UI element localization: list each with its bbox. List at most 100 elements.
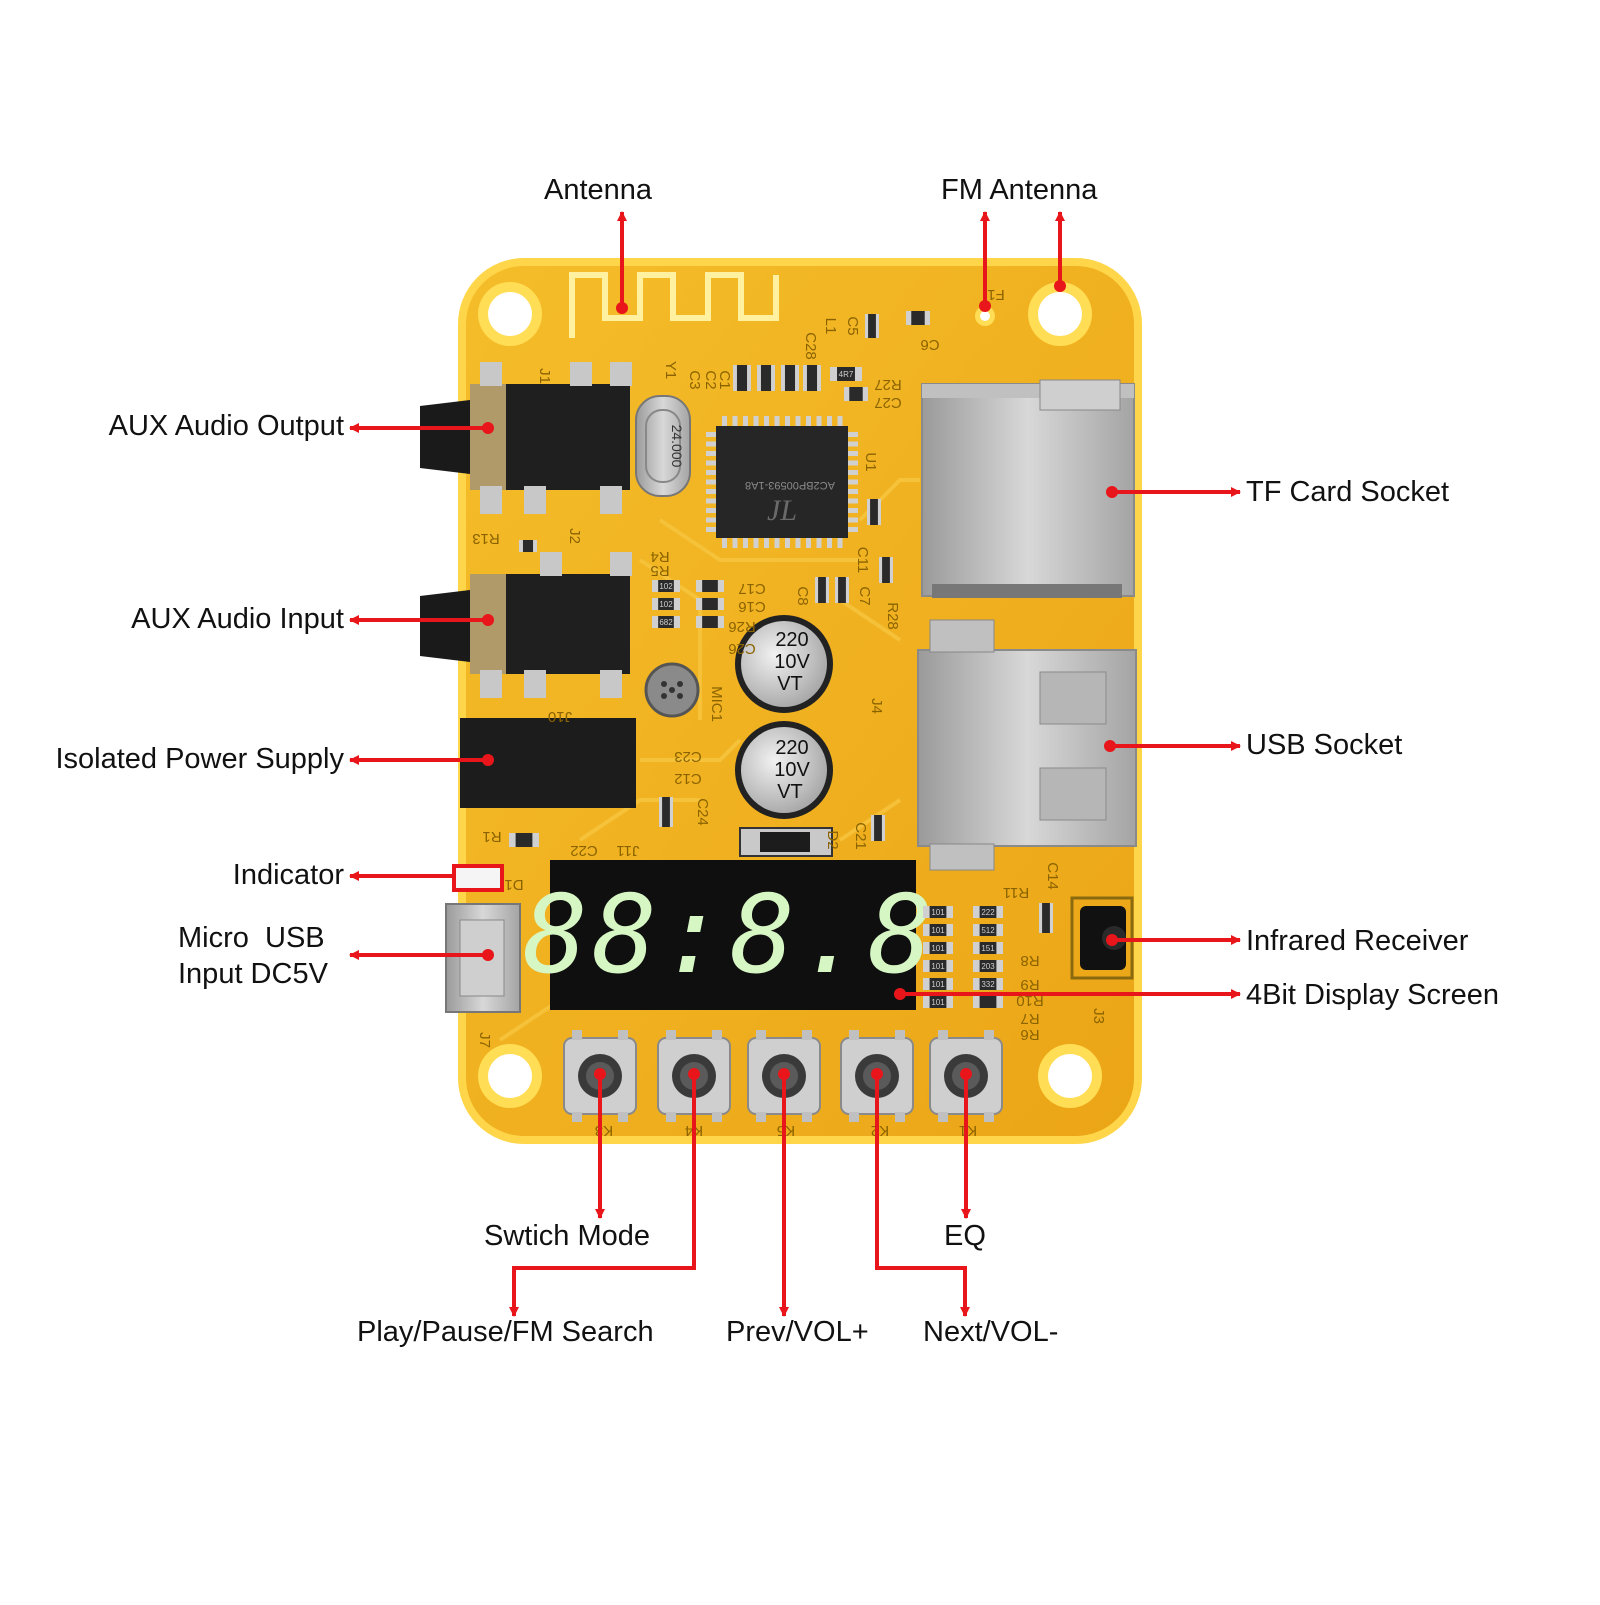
smd-part: 101 xyxy=(923,978,953,990)
label-infrared: Infrared Receiver xyxy=(1246,925,1469,957)
smd-part xyxy=(696,580,724,592)
smd-marking: 682 xyxy=(659,618,673,627)
silkscreen-ref: R11 xyxy=(1003,884,1029,901)
smd-part xyxy=(973,996,1003,1008)
silkscreen-ref: R7 xyxy=(1020,1010,1039,1027)
silkscreen-ref: C26 xyxy=(728,640,756,657)
chip-logo: JL xyxy=(767,494,797,527)
smd-marking: 102 xyxy=(659,600,673,609)
smd-part xyxy=(835,577,849,603)
aux-output-jack xyxy=(420,362,632,514)
cap-1-line1: 220 xyxy=(775,629,808,651)
silkscreen-ref: J11 xyxy=(616,842,639,859)
smd-part xyxy=(865,314,879,338)
silkscreen-ref: R1 xyxy=(482,828,501,845)
label-fm-antenna: FM Antenna xyxy=(941,174,1098,206)
silkscreen-ref: R27 xyxy=(874,376,902,393)
silkscreen-ref: C12 xyxy=(674,770,702,787)
silkscreen-ref: J10 xyxy=(548,708,572,725)
smd-part xyxy=(906,311,930,325)
smd-part xyxy=(803,365,821,391)
main-chip: AC2BP00593-1A8 JL xyxy=(706,416,858,548)
silkscreen-ref: C3 xyxy=(686,370,703,389)
aux-input-jack xyxy=(420,552,632,698)
smd-part: 101 xyxy=(923,960,953,972)
antenna-trace xyxy=(569,272,779,338)
silkscreen-ref: C17 xyxy=(738,580,766,597)
silkscreen-ref: C24 xyxy=(694,798,711,826)
smd-marking: 512 xyxy=(981,926,995,935)
smd-part: 101 xyxy=(923,942,953,954)
smd-marking: 203 xyxy=(981,962,995,971)
silkscreen-ref: C16 xyxy=(738,598,766,615)
silkscreen-ref: R5 xyxy=(650,562,669,579)
silkscreen-ref: R6 xyxy=(1020,1026,1039,1043)
smd-part: 102 xyxy=(652,580,680,592)
silkscreen-ref: C23 xyxy=(674,748,702,765)
label-aux-input: AUX Audio Input xyxy=(131,603,344,635)
silkscreen-ref: R13 xyxy=(472,530,500,547)
silkscreen-ref: J1 xyxy=(536,368,553,384)
silkscreen-ref: F1 xyxy=(987,286,1005,303)
smd-marking: 332 xyxy=(981,980,995,989)
indicator-highlight-box xyxy=(452,864,504,892)
silkscreen-ref: C22 xyxy=(570,842,598,859)
silkscreen-ref: U1 xyxy=(862,452,879,471)
smd-part: 203 xyxy=(973,960,1003,972)
capacitor-2: 220 10V VT xyxy=(735,721,833,819)
smd-marking: 101 xyxy=(931,980,945,989)
smd-marking: 151 xyxy=(981,944,995,953)
smd-part xyxy=(867,499,881,525)
microphone xyxy=(644,662,700,718)
silkscreen-ref: R4 xyxy=(650,548,669,565)
smd-part xyxy=(879,557,893,583)
smd-part xyxy=(696,598,724,610)
label-switch-mode: Swtich Mode xyxy=(484,1220,651,1252)
silkscreen-ref: D1 xyxy=(504,876,523,893)
label-prev-vol: Prev/VOL+ xyxy=(726,1316,869,1348)
cap-2-line1: 220 xyxy=(775,737,808,759)
smd-part: 101 xyxy=(923,906,953,918)
capacitor-1: 220 10V VT xyxy=(735,615,833,713)
smd-part xyxy=(509,833,539,847)
silkscreen-ref: J4 xyxy=(868,698,885,714)
crystal-marking: 24.000 xyxy=(669,425,685,468)
silkscreen-ref: C21 xyxy=(852,822,869,850)
silkscreen-ref: C5 xyxy=(844,316,861,335)
smd-part xyxy=(519,540,537,552)
arrow-next-vol xyxy=(875,1074,970,1317)
smd-part: 151 xyxy=(973,942,1003,954)
cap-1-line2: 10V xyxy=(774,651,810,673)
smd-marking: 101 xyxy=(931,908,945,917)
smd-part: 4R7 xyxy=(830,367,862,381)
silkscreen-ref: C11 xyxy=(854,547,871,573)
label-antenna: Antenna xyxy=(544,174,653,206)
smd-marking: 101 xyxy=(931,998,945,1007)
mounting-holes xyxy=(478,282,1102,1108)
smd-part xyxy=(871,815,885,841)
smd-marking: 102 xyxy=(659,582,673,591)
smd-part xyxy=(844,387,868,401)
cap-2-line2: 10V xyxy=(774,759,810,781)
label-isolated-power: Isolated Power Supply xyxy=(55,743,344,775)
silkscreen-ref: K2 xyxy=(871,1122,889,1139)
silkscreen-ref: C8 xyxy=(794,586,811,605)
annotation-arrows xyxy=(349,211,1241,1317)
label-indicator: Indicator xyxy=(232,859,344,891)
smd-part: 332 xyxy=(973,978,1003,990)
silkscreen-ref: Y1 xyxy=(662,361,679,379)
label-next-vol: Next/VOL- xyxy=(923,1316,1059,1348)
label-display: 4Bit Display Screen xyxy=(1246,979,1500,1011)
smd-part xyxy=(659,797,673,827)
silkscreen-ref: R10 xyxy=(1016,992,1044,1009)
silkscreen-ref: R8 xyxy=(1020,952,1039,969)
silkscreen-ref: J7 xyxy=(476,1032,493,1048)
label-micro-usb-line1: Micro USB xyxy=(178,922,325,954)
silkscreen-ref: C27 xyxy=(874,394,902,411)
silkscreen-ref: C2 xyxy=(702,370,719,389)
arrow-dots xyxy=(482,280,1118,1080)
smd-marking: 101 xyxy=(931,962,945,971)
smd-part xyxy=(733,365,751,391)
